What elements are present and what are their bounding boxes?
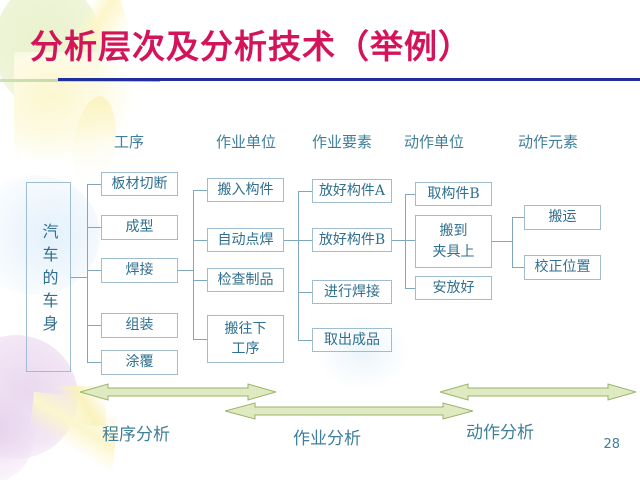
- connector-col3-branch-3: [298, 292, 312, 293]
- connector-col3-branch-2: [298, 240, 312, 241]
- connector-col5-branch-2: [512, 267, 524, 268]
- connector-col3-branch-1: [298, 191, 312, 192]
- arrow-label-operation-analysis: 作业分析: [293, 429, 361, 449]
- column-header-process: 工序: [114, 133, 145, 151]
- column-header-motion-element: 动作元素: [518, 133, 579, 151]
- arrow-label-motion-analysis: 动作分析: [466, 423, 534, 443]
- connector-col2-branch-4: [193, 339, 207, 340]
- column-header-motion-unit: 动作单位: [404, 133, 465, 151]
- connector-col1-spine: [87, 184, 88, 362]
- node-operation-element-2[interactable]: 放好构件B: [312, 228, 392, 252]
- connector-root-stem: [71, 277, 87, 278]
- node-operation-unit-4[interactable]: 搬往下 工序: [207, 315, 284, 363]
- connector-col5-spine: [512, 217, 513, 267]
- connector-placeb-stem: [392, 240, 405, 241]
- connector-col3-spine: [298, 191, 299, 340]
- arrow-label-process-analysis: 程序分析: [102, 425, 170, 445]
- page-title: 分析层次及分析技术（举例）: [30, 27, 472, 66]
- column-header-operation-element: 作业要素: [312, 133, 373, 151]
- node-root-car-body[interactable]: 汽车的车身: [26, 182, 71, 372]
- arrow-process-analysis: [80, 382, 276, 402]
- node-operation-element-3[interactable]: 进行焊接: [312, 280, 392, 304]
- title-rule-blue: [58, 78, 640, 81]
- node-operation-unit-1[interactable]: 搬入构件: [207, 178, 284, 202]
- page-number: 28: [603, 437, 620, 452]
- connector-col1-branch-5: [87, 362, 101, 363]
- node-process-3[interactable]: 焊接: [101, 258, 178, 283]
- node-motion-unit-2[interactable]: 搬到 夹具上: [415, 215, 492, 268]
- column-header-operation-unit: 作业单位: [216, 133, 277, 151]
- arrow-motion-analysis: [440, 382, 636, 402]
- node-motion-unit-1[interactable]: 取构件B: [415, 182, 492, 206]
- node-process-2[interactable]: 成型: [101, 215, 178, 240]
- connector-col4-branch-1: [405, 194, 415, 195]
- connector-col2-spine: [193, 190, 194, 339]
- connector-col4-branch-3: [405, 288, 415, 289]
- connector-col2-branch-3: [193, 280, 207, 281]
- node-motion-unit-3[interactable]: 安放好: [415, 276, 492, 300]
- connector-fixture-stem: [492, 241, 512, 242]
- connector-weld-stem: [178, 270, 193, 271]
- node-operation-element-4[interactable]: 取出成品: [312, 328, 392, 352]
- decor-purple-circle-small: [0, 392, 34, 480]
- node-process-1[interactable]: 板材切断: [101, 172, 178, 196]
- connector-col1-branch-1: [87, 184, 101, 185]
- node-motion-element-1[interactable]: 搬运: [524, 205, 601, 230]
- connector-col2-branch-1: [193, 190, 207, 191]
- connector-col4-spine: [405, 194, 406, 288]
- connector-col3-branch-4: [298, 340, 312, 341]
- node-operation-unit-2[interactable]: 自动点焊: [207, 228, 284, 252]
- connector-col1-branch-3: [87, 270, 101, 271]
- connector-col4-branch-2: [405, 240, 415, 241]
- arrow-operation-analysis: [225, 401, 473, 421]
- node-process-4[interactable]: 组装: [101, 313, 178, 338]
- node-process-5[interactable]: 涂覆: [101, 350, 178, 375]
- connector-col5-branch-1: [512, 217, 524, 218]
- connector-col1-branch-2: [87, 227, 101, 228]
- connector-col1-branch-4: [87, 325, 101, 326]
- node-operation-element-1[interactable]: 放好构件A: [312, 179, 392, 203]
- connector-col2-branch-2: [193, 240, 207, 241]
- node-motion-element-2[interactable]: 校正位置: [524, 255, 601, 280]
- connector-spotweld-stem: [284, 240, 298, 241]
- node-operation-unit-3[interactable]: 检查制品: [207, 268, 284, 292]
